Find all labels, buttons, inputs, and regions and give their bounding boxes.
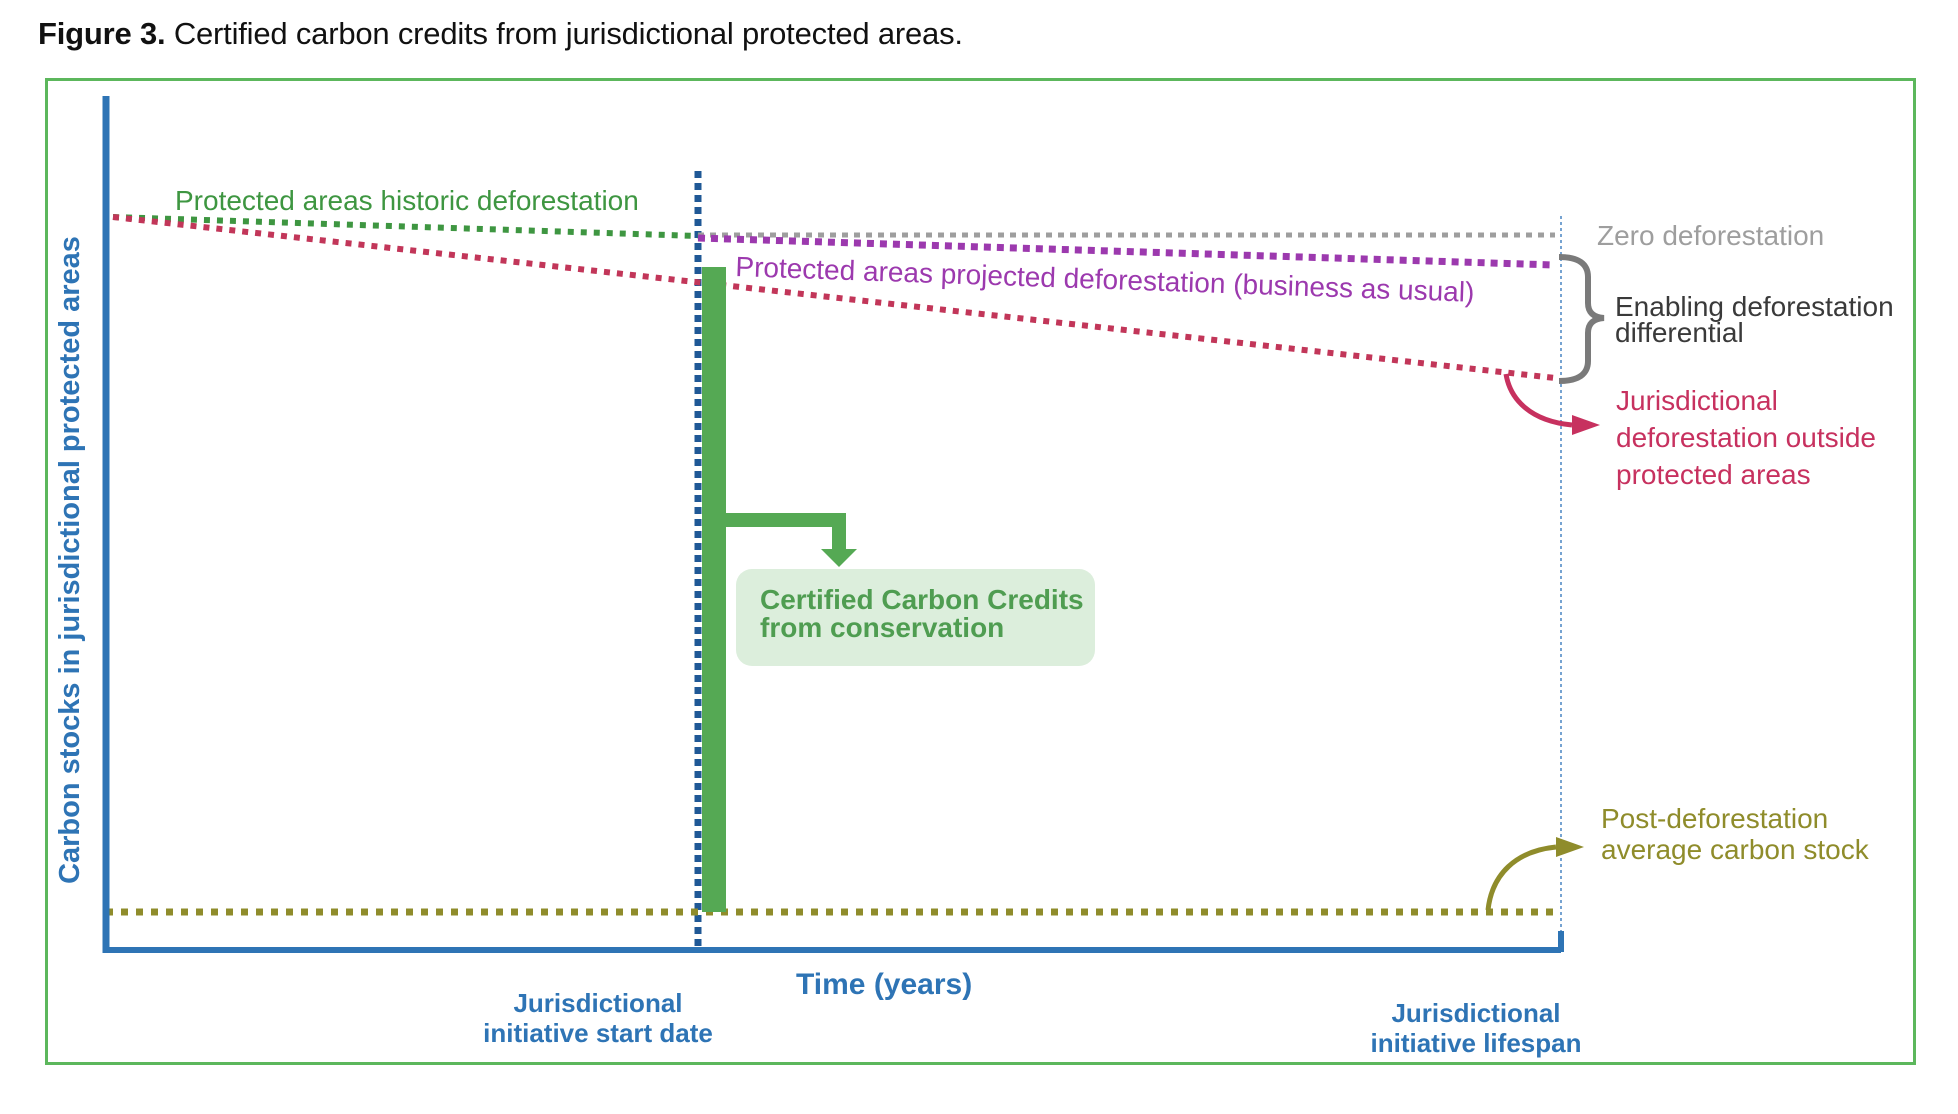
x-axis-label: Time (years) [796,968,973,1001]
outside-deforestation-line1: Jurisdictional [1616,385,1778,416]
outside-arrow-head [1572,415,1600,435]
certified-credits-line1: Certified Carbon Credits [760,584,1084,615]
outside-deforestation-label: Jurisdictional deforestation outside pro… [1616,382,1876,493]
figure-number: Figure 3. [38,16,166,51]
outside-deforestation-line2: deforestation outside [1616,422,1876,453]
figure-caption-text: Certified carbon credits from jurisdicti… [165,16,963,51]
figure-frame: Carbon stocks in jurisdictional protecte… [45,78,1916,1065]
enabling-differential-line2: differential [1615,317,1744,348]
credits-arrow-stem [832,513,846,551]
post-arrow-head [1556,837,1584,857]
figure-caption: Figure 3. Certified carbon credits from … [38,16,963,52]
plot-canvas [102,96,1605,953]
tick-start-date-line2: initiative start date [483,1017,713,1048]
certified-credits-label: Certified Carbon Credits from conservati… [760,586,1084,642]
credits-arrow-arm [726,513,846,527]
credits-arrow-head [821,549,857,567]
zero-deforestation-label: Zero deforestation [1597,220,1825,251]
tick-lifespan: Jurisdictional initiative lifespan [1326,998,1626,1059]
outside-arrow [1503,373,1573,428]
y-axis-label: Carbon stocks in jurisdictional protecte… [54,236,87,884]
post-deforestation-line2: average carbon stock [1601,834,1869,865]
tick-start-date: Jurisdictional initiative start date [448,988,748,1049]
differential-bracket [1558,254,1605,384]
enabling-differential-line1: Enabling deforestation [1615,291,1894,322]
outside-deforestation-line [112,214,1556,381]
tick-lifespan-line2: initiative lifespan [1370,1027,1582,1058]
historic-deforestation-line [112,214,699,239]
certified-credits-line2: from conservation [760,612,1005,643]
post-arrow [1485,844,1557,911]
enabling-differential-label: Enabling deforestation differential [1615,291,1894,348]
post-deforestation-label: Post-deforestation average carbon stock [1601,803,1869,865]
tick-start-date-line1: Jurisdictional [513,988,683,1018]
post-deforestation-line1: Post-deforestation [1601,803,1829,834]
tick-lifespan-line1: Jurisdictional [1391,998,1561,1028]
credits-box [736,569,1095,666]
credits-bar [702,267,726,912]
historic-deforestation-label: Protected areas historic deforestation [175,185,639,216]
outside-deforestation-line3: protected areas [1616,459,1811,490]
